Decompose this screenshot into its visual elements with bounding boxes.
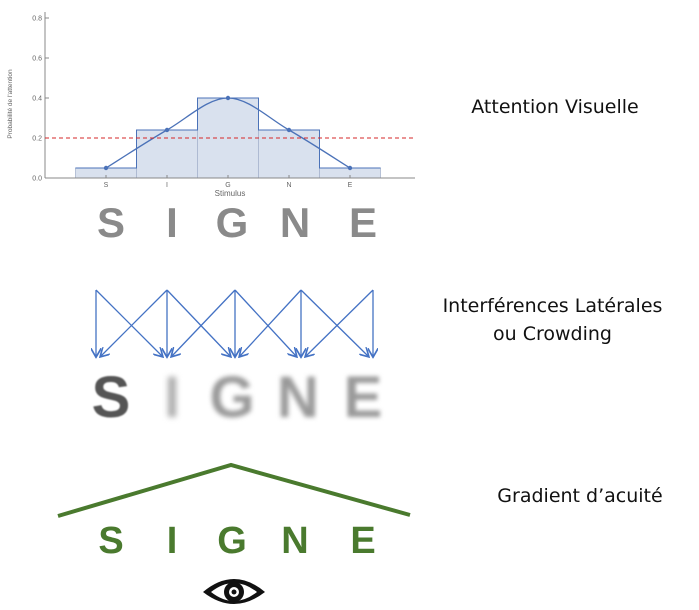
letter-crowded: G [209,365,255,430]
y-axis-label: Probabilité de l'attention [7,69,14,139]
crowding-arrow [300,289,368,356]
letter-crowded: I [163,365,181,430]
crowding-arrow [240,289,302,356]
letter-crowded: E [343,365,383,430]
letter-crowded: S [91,365,131,430]
y-tick-label: 0.0 [32,176,42,183]
word-gray: S I G N E [80,199,400,249]
crowding-arrow [101,289,168,356]
data-point [225,95,231,101]
y-tick-label: 0.6 [32,56,42,63]
crowding-arrow [95,289,162,356]
x-tick-label: S [104,182,109,189]
letter-green: I [166,520,178,562]
x-tick-label: E [348,182,353,189]
letter-crowded: N [277,365,319,430]
crowding-label: Interférences Latérales ou Crowding [405,292,699,348]
crowding-arrow [306,289,374,356]
crowding-label-line1: Interférences Latérales [442,295,663,317]
word-green: S I G N E [80,520,400,568]
area-step [258,129,320,179]
area-step [136,129,198,179]
letter-green: G [217,520,247,562]
letter-gray: S [96,199,126,246]
letter-gray: I [166,199,178,246]
letter-gray: N [279,199,311,246]
y-tick-label: 0.8 [32,16,42,23]
acuity-gradient [57,462,411,518]
letter-green: S [98,520,124,562]
data-point [103,165,109,171]
data-point [286,127,292,133]
y-tick-label: 0.2 [32,136,42,143]
crowding-label-line2: ou Crowding [493,323,612,345]
crowding-arrow [172,289,236,356]
x-axis-label: Stimulus [215,189,246,198]
crowding-arrow [234,289,296,356]
letter-green: N [281,520,309,562]
attention-chart: 0.0 0.2 0.4 0.6 0.8S I G N E Stimulus Probabilité … [7,12,415,198]
eye-icon [203,579,265,604]
crowding-arrow [166,289,230,356]
x-tick-label: I [166,182,168,189]
x-tick-label: N [286,182,291,189]
crowding-arrows [80,289,400,365]
data-point [164,127,170,133]
letter-green: E [350,520,376,562]
attention-label: Attention Visuelle [471,96,639,118]
letter-gray: G [215,199,249,246]
x-tick-label: G [225,182,230,189]
y-tick-label: 0.4 [32,96,42,103]
letter-gray: E [348,199,378,246]
acuity-label: Gradient d’acuité [497,485,663,507]
data-point [347,165,353,171]
word-crowded: S I G N E [80,364,400,434]
